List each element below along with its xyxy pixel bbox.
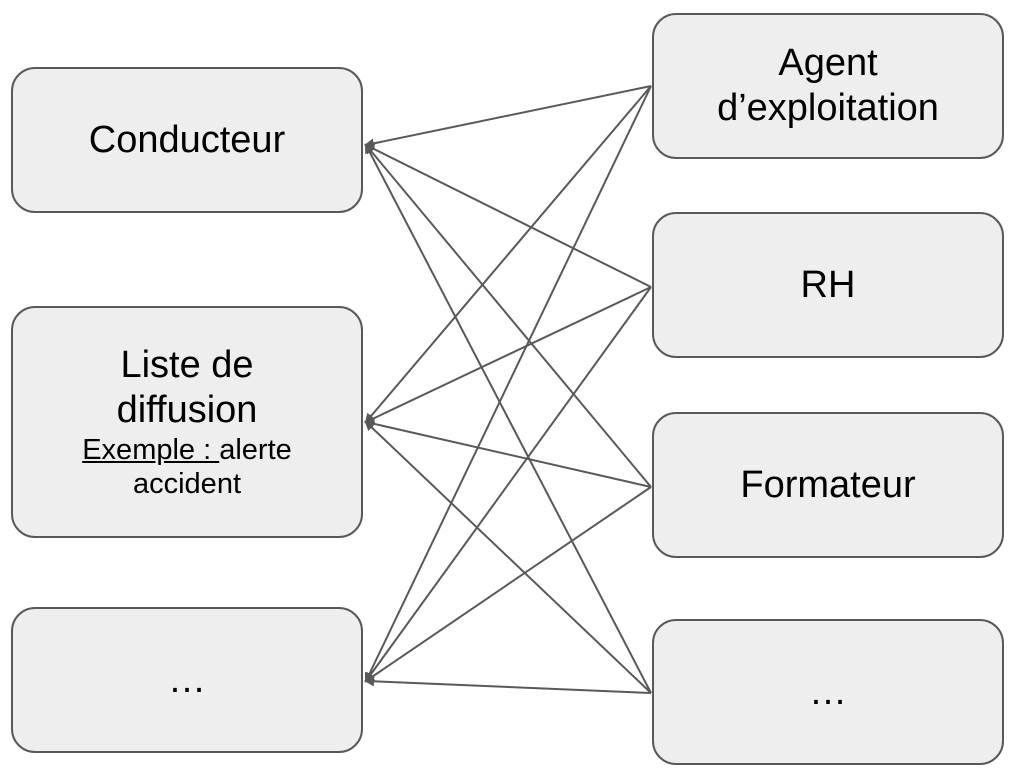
node-conducteur: Conducteur [11, 67, 363, 213]
node-formateur: Formateur [652, 412, 1004, 558]
node-source-more-label: … [809, 670, 847, 713]
node-rh-label: RH [800, 263, 856, 306]
node-agent-line1: Agent [778, 42, 878, 84]
arrow-agent-to-conducteur [364, 85, 652, 149]
node-target-more: … [11, 607, 363, 753]
arrow-formateur-to-liste_diffusion [364, 418, 652, 488]
arrow-agent-to-more [364, 85, 652, 683]
node-liste-line2: diffusion [116, 389, 258, 431]
arrow-more-to-conducteur [365, 143, 652, 694]
arrow-rh-to-liste_diffusion [364, 286, 652, 424]
node-liste-de-diffusion: Liste de diffusion Exemple : alerte acci… [11, 306, 363, 538]
node-formateur-label: Formateur [740, 463, 916, 506]
arrow-rh-to-conducteur [364, 144, 652, 288]
node-conducteur-label: Conducteur [88, 118, 286, 161]
node-agent-exploitation: Agent d’exploitation [652, 13, 1004, 159]
arrow-formateur-to-more [364, 486, 652, 683]
node-source-more: … [652, 619, 1004, 765]
example-text: alerte [219, 434, 292, 466]
arrow-rh-to-more [364, 286, 652, 683]
node-rh: RH [652, 212, 1004, 358]
node-liste-example-line2: accident [132, 468, 241, 500]
node-liste-line1: Liste de [120, 344, 254, 386]
arrow-more-to-more [364, 676, 652, 694]
arrow-formateur-to-conducteur [364, 143, 652, 488]
arrow-more-to-liste_diffusion [364, 420, 652, 694]
node-liste-example: Exemple : alerte [82, 433, 292, 467]
node-agent-line2: d’exploitation [717, 87, 939, 129]
example-label: Exemple : [82, 434, 220, 466]
node-target-more-label: … [168, 658, 206, 701]
arrow-agent-to-liste_diffusion [364, 85, 652, 424]
